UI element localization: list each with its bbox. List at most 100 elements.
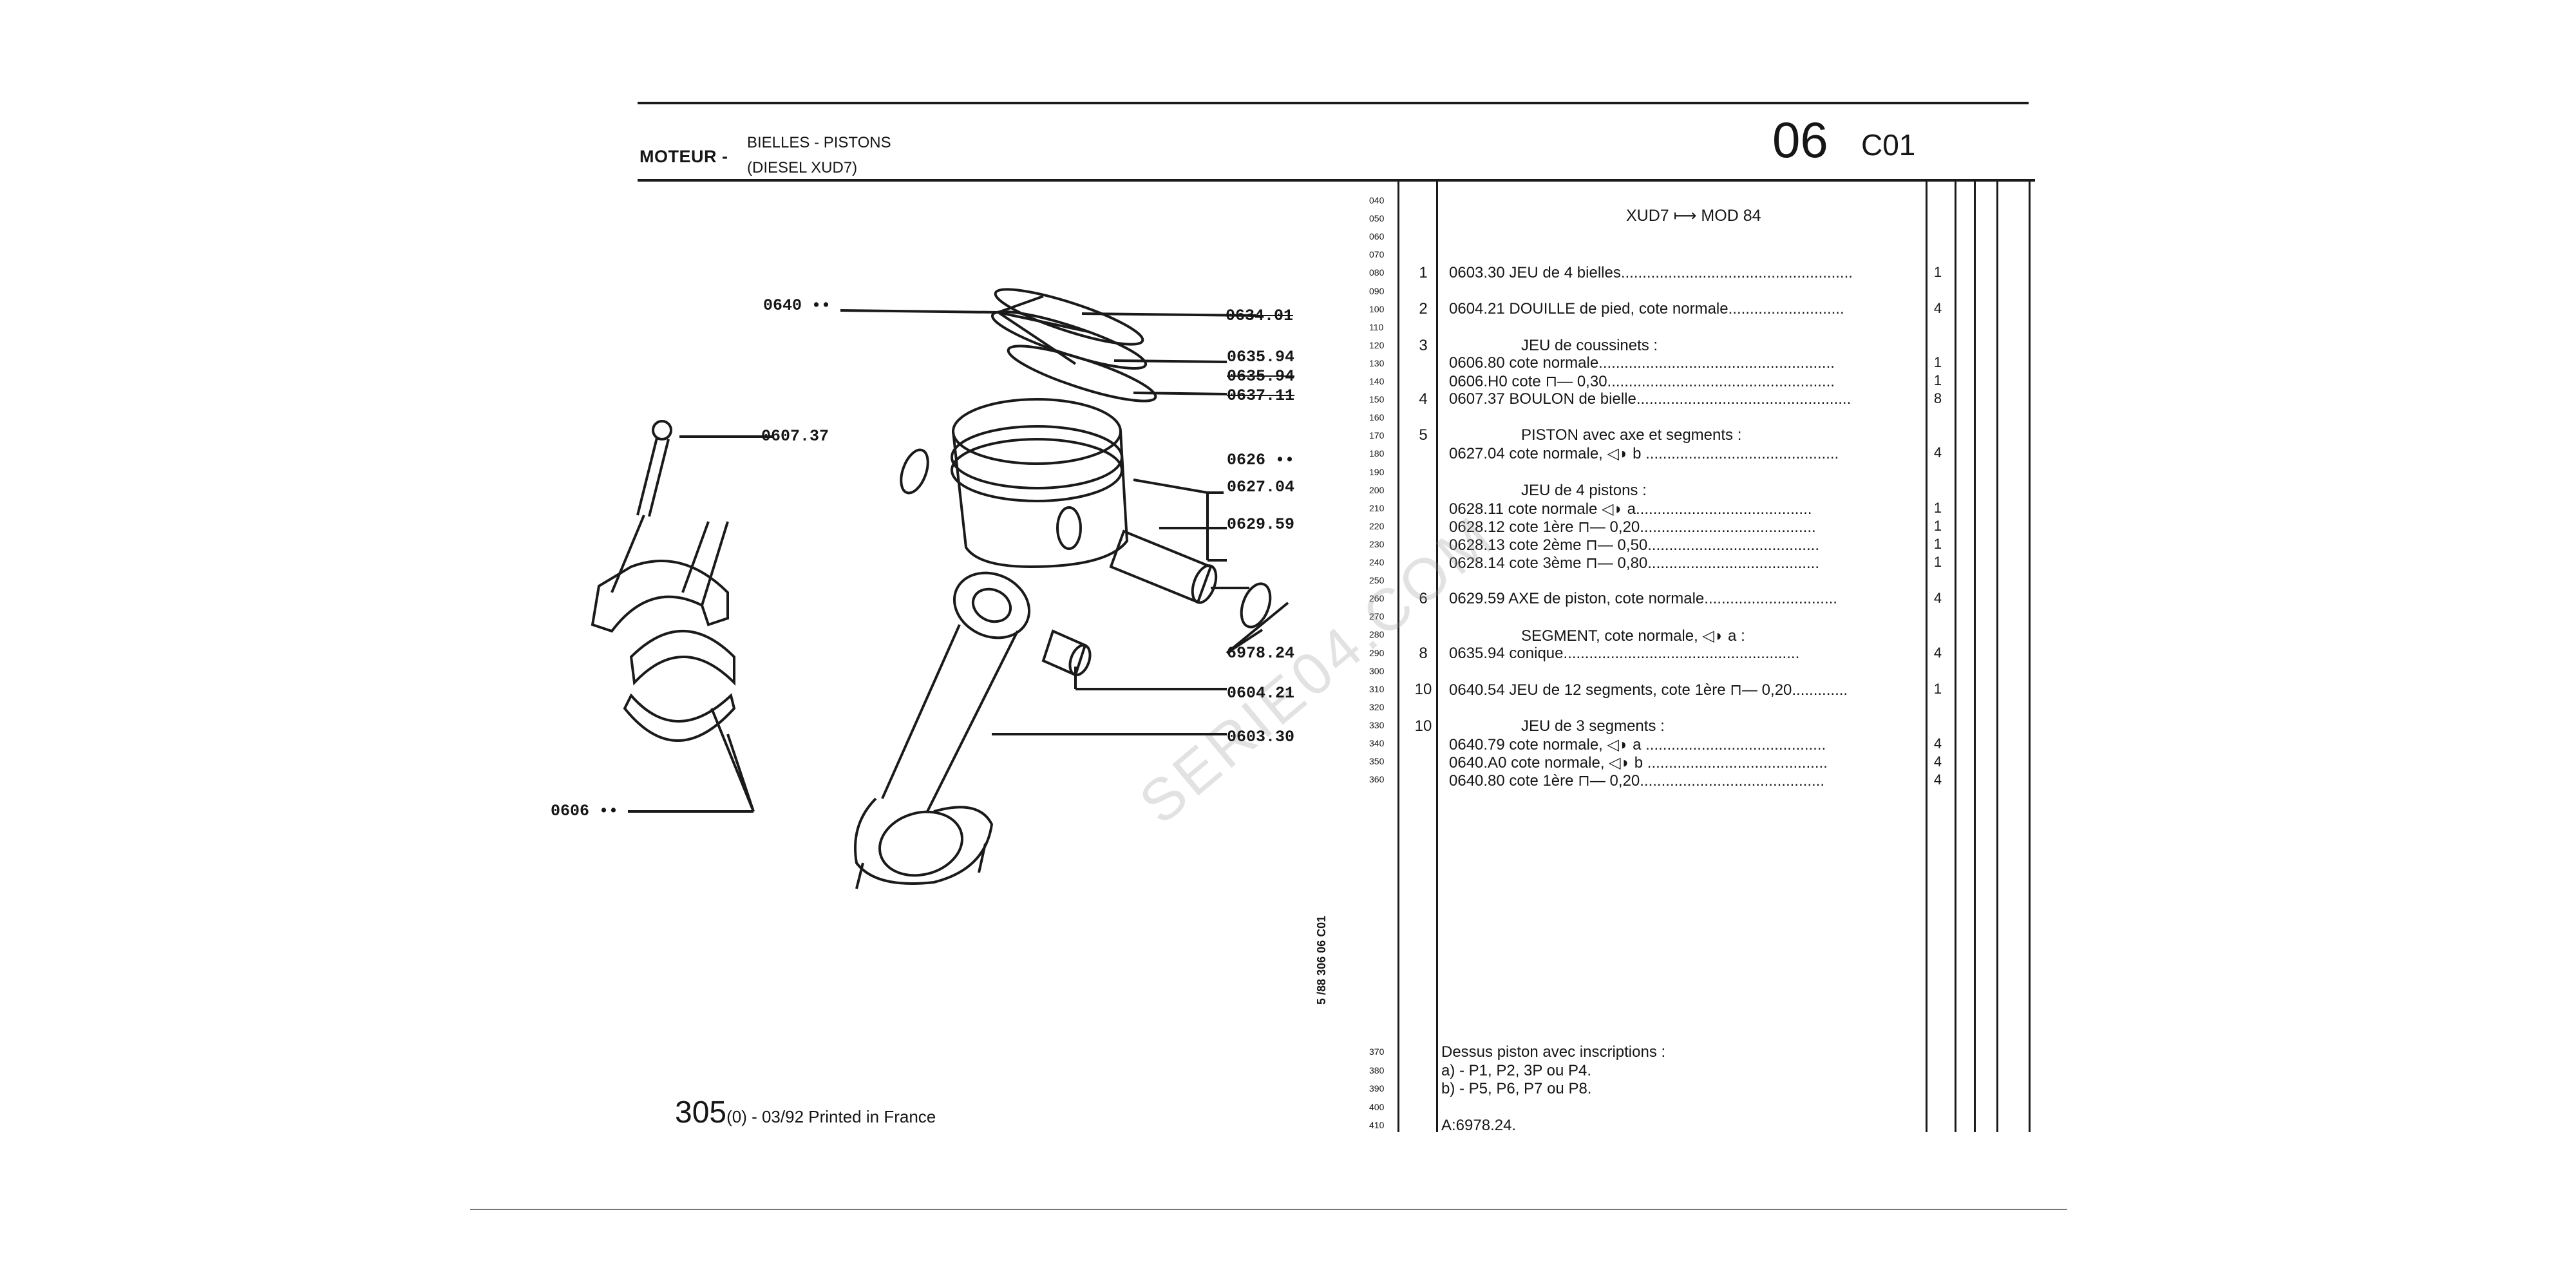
section-title: MOTEUR - [639,147,728,166]
line-number: 310 [1369,683,1385,694]
note-line: b) - P5, P6, P7 ou P8. [1441,1080,1592,1097]
note-line-number: 400 [1369,1101,1385,1112]
row-quantity: 4 [1933,444,1942,460]
row-description: 0606.80 cote normale....................… [1449,354,1835,372]
row-quantity: 4 [1933,590,1942,606]
con-rod-bolt-shank [636,437,670,517]
line-number: 140 [1369,376,1385,386]
row-description: 0603.30 JEU de 4 bielles................… [1449,264,1853,281]
note-line-number: 390 [1369,1083,1385,1094]
header-bottom-rule [638,179,2035,182]
header-top-rule [638,102,2029,104]
row-description: 0640.54 JEU de 12 segments, cote 1ère ⊓—… [1449,681,1848,699]
line-number: 120 [1369,339,1385,350]
callout-0640: 0640 •• [763,296,831,315]
row-description: 0640.79 cote normale, ◁◗ a .............… [1449,736,1826,753]
callout-0603: 0603.30 [1227,728,1295,746]
row-reference: 10 [1414,717,1432,735]
callout-0637: 0637.11 [1227,386,1295,405]
leader-6978 [1226,601,1289,654]
row-quantity: 1 [1933,518,1942,534]
row-reference: 10 [1414,681,1432,698]
rod-big-end [854,797,994,885]
note-line: Dessus piston avec inscriptions : [1441,1043,1666,1061]
table-line-col-4 [1955,180,1956,1132]
row-reference: 6 [1419,590,1428,607]
callout-0606: 0606 •• [551,802,619,820]
row-reference: 3 [1419,337,1428,354]
page-number: 305 [675,1095,727,1130]
footer-text: (0) - 03/92 Printed in France [726,1107,936,1126]
line-number: 280 [1369,629,1385,640]
section-subtitle-2: (DIESEL XUD7) [747,159,858,176]
callout-0635-b: 0635.94 [1227,367,1295,386]
row-quantity: 1 [1933,264,1942,280]
circlip-left [900,448,929,495]
row-description: JEU de 4 pistons : [1521,482,1647,499]
line-number: 190 [1369,466,1385,477]
callout-0607: 0607.37 [761,427,829,446]
line-number: 150 [1369,394,1385,405]
row-description: 0628.11 cote normale ◁◗ a...............… [1449,500,1812,518]
note-line-number: 410 [1369,1120,1385,1130]
leader-0634 [1081,312,1256,317]
row-description: 0640.A0 cote normale, ◁◗ b .............… [1449,754,1828,772]
callout-0604: 0604.21 [1227,684,1295,703]
line-number: 300 [1369,665,1385,676]
rod-small-end [952,571,1031,639]
vertical-reference-code: 5 /88 306 06 C01 [1315,915,1328,1005]
line-number: 350 [1369,756,1385,767]
table-line-col-5 [1974,180,1976,1132]
line-number: 060 [1369,231,1385,242]
line-number: 320 [1369,701,1385,712]
callout-6978: 6978.24 [1227,644,1295,663]
line-number: 160 [1369,412,1385,423]
row-quantity: 1 [1933,372,1942,388]
line-number: 240 [1369,557,1385,567]
line-number: 210 [1369,502,1385,513]
callout-0627: 0627.04 [1227,478,1295,497]
row-description: 0606.H0 cote ⊓— 0,30....................… [1449,373,1835,390]
row-description: 0607.37 BOULON de bielle................… [1449,390,1852,408]
footer: 305(0) - 03/92 Printed in France [675,1095,936,1130]
row-description: 0627.04 cote normale, ◁◗ b .............… [1449,445,1839,462]
row-description: JEU de coussinets : [1521,337,1658,354]
callout-0629: 0629.59 [1227,515,1295,534]
note-line: a) - P1, P2, 3P ou P4. [1441,1061,1592,1079]
row-quantity: 4 [1933,645,1942,661]
row-quantity: 1 [1933,681,1942,697]
row-quantity: 4 [1933,300,1942,316]
bearing-shell-upper [629,630,735,686]
row-quantity: 1 [1933,554,1942,570]
row-description: SEGMENT, cote normale, ◁◗ a : [1521,627,1745,645]
row-description: 0628.14 cote 3ème ⊓— 0,80...............… [1449,554,1819,572]
line-number: 180 [1369,448,1385,459]
line-number: 110 [1369,321,1384,332]
callout-0635-a: 0635.94 [1227,348,1295,366]
table-line-col-6 [1996,180,1998,1132]
row-quantity: 4 [1933,753,1942,770]
note-line-number: 370 [1369,1046,1385,1057]
line-number: 050 [1369,213,1385,224]
piston-pin-bore [1056,506,1082,550]
bearing-cap [591,560,729,633]
line-number: 100 [1369,303,1385,314]
leader-0637 [1133,392,1227,395]
section-subtitle-1: BIELLES - PISTONS [747,134,891,151]
rod-shank [881,624,1019,812]
callout-0634: 0634.01 [1226,307,1294,325]
con-rod-bolt-head [652,420,672,440]
line-number: 220 [1369,520,1385,531]
row-quantity: 4 [1933,772,1942,788]
table-line-col-3 [1926,180,1927,1132]
line-number: 250 [1369,575,1385,586]
small-end-bush [1041,629,1087,677]
row-quantity: 8 [1933,390,1942,406]
leader-0640 [840,309,999,314]
row-reference: 1 [1419,264,1428,281]
ring-oil [1007,345,1157,402]
line-number: 260 [1369,593,1385,604]
note-line: A:6978.24. [1441,1117,1517,1134]
exploded-parts-diagram [591,288,1289,889]
callout-0626: 0626 •• [1227,451,1295,469]
